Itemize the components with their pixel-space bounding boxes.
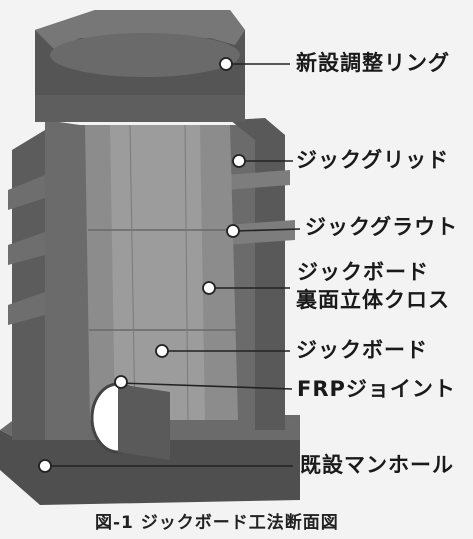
dot-zic-board [155,344,169,358]
label-zic-grout: ジックグラウト [305,215,459,239]
adjust-ring-bottom-band [35,95,245,122]
figure-caption: 図-1 ジックボード工法断面図 [95,513,339,533]
pipe-inlet-tube [118,384,170,460]
leader-frp-joint [119,382,293,390]
existing-manhole-base [0,430,300,505]
leader-lines [45,63,301,467]
dot-zic-grid [232,154,246,168]
label-frp-joint: FRPジョイント [297,377,456,401]
adjust-ring-top [35,10,245,50]
board-vertical-line-2 [184,124,189,421]
manhole-outer-wall-ledge1 [8,175,45,210]
zic-grid-wall [230,118,285,430]
label-new-adjust-ring: 新設調整リング [296,51,450,75]
label-zic-grid: ジックグリッド [296,148,450,172]
label-zic-board-cross-line2: 裏面立体クロス [296,288,450,312]
label-existing-manhole: 既設マンホール [300,453,454,477]
dot-existing-manhole [38,459,52,473]
manhole-outer-wall-left [12,130,45,440]
dot-zic-grout [226,224,240,238]
adjust-ring-opening [50,33,240,77]
dot-frp-joint [114,375,128,389]
zic-grid-ledge2 [225,220,295,245]
dot-zic-board-cross [202,281,216,295]
board-vertical-line-1 [129,124,136,421]
dot-new-adjust-ring [219,57,233,71]
zic-grid-ledge1 [225,170,290,190]
label-zic-board-cross-line1: ジックボード [297,260,429,284]
manhole-outer-wall-ledge3 [8,292,45,325]
leader-dots [38,57,246,473]
leader-zic-grout [234,228,301,232]
zic-board-inner-highlight [110,125,205,420]
label-zic-board: ジックボード [296,338,428,362]
manhole-outer-wall-ledge2 [8,232,45,265]
